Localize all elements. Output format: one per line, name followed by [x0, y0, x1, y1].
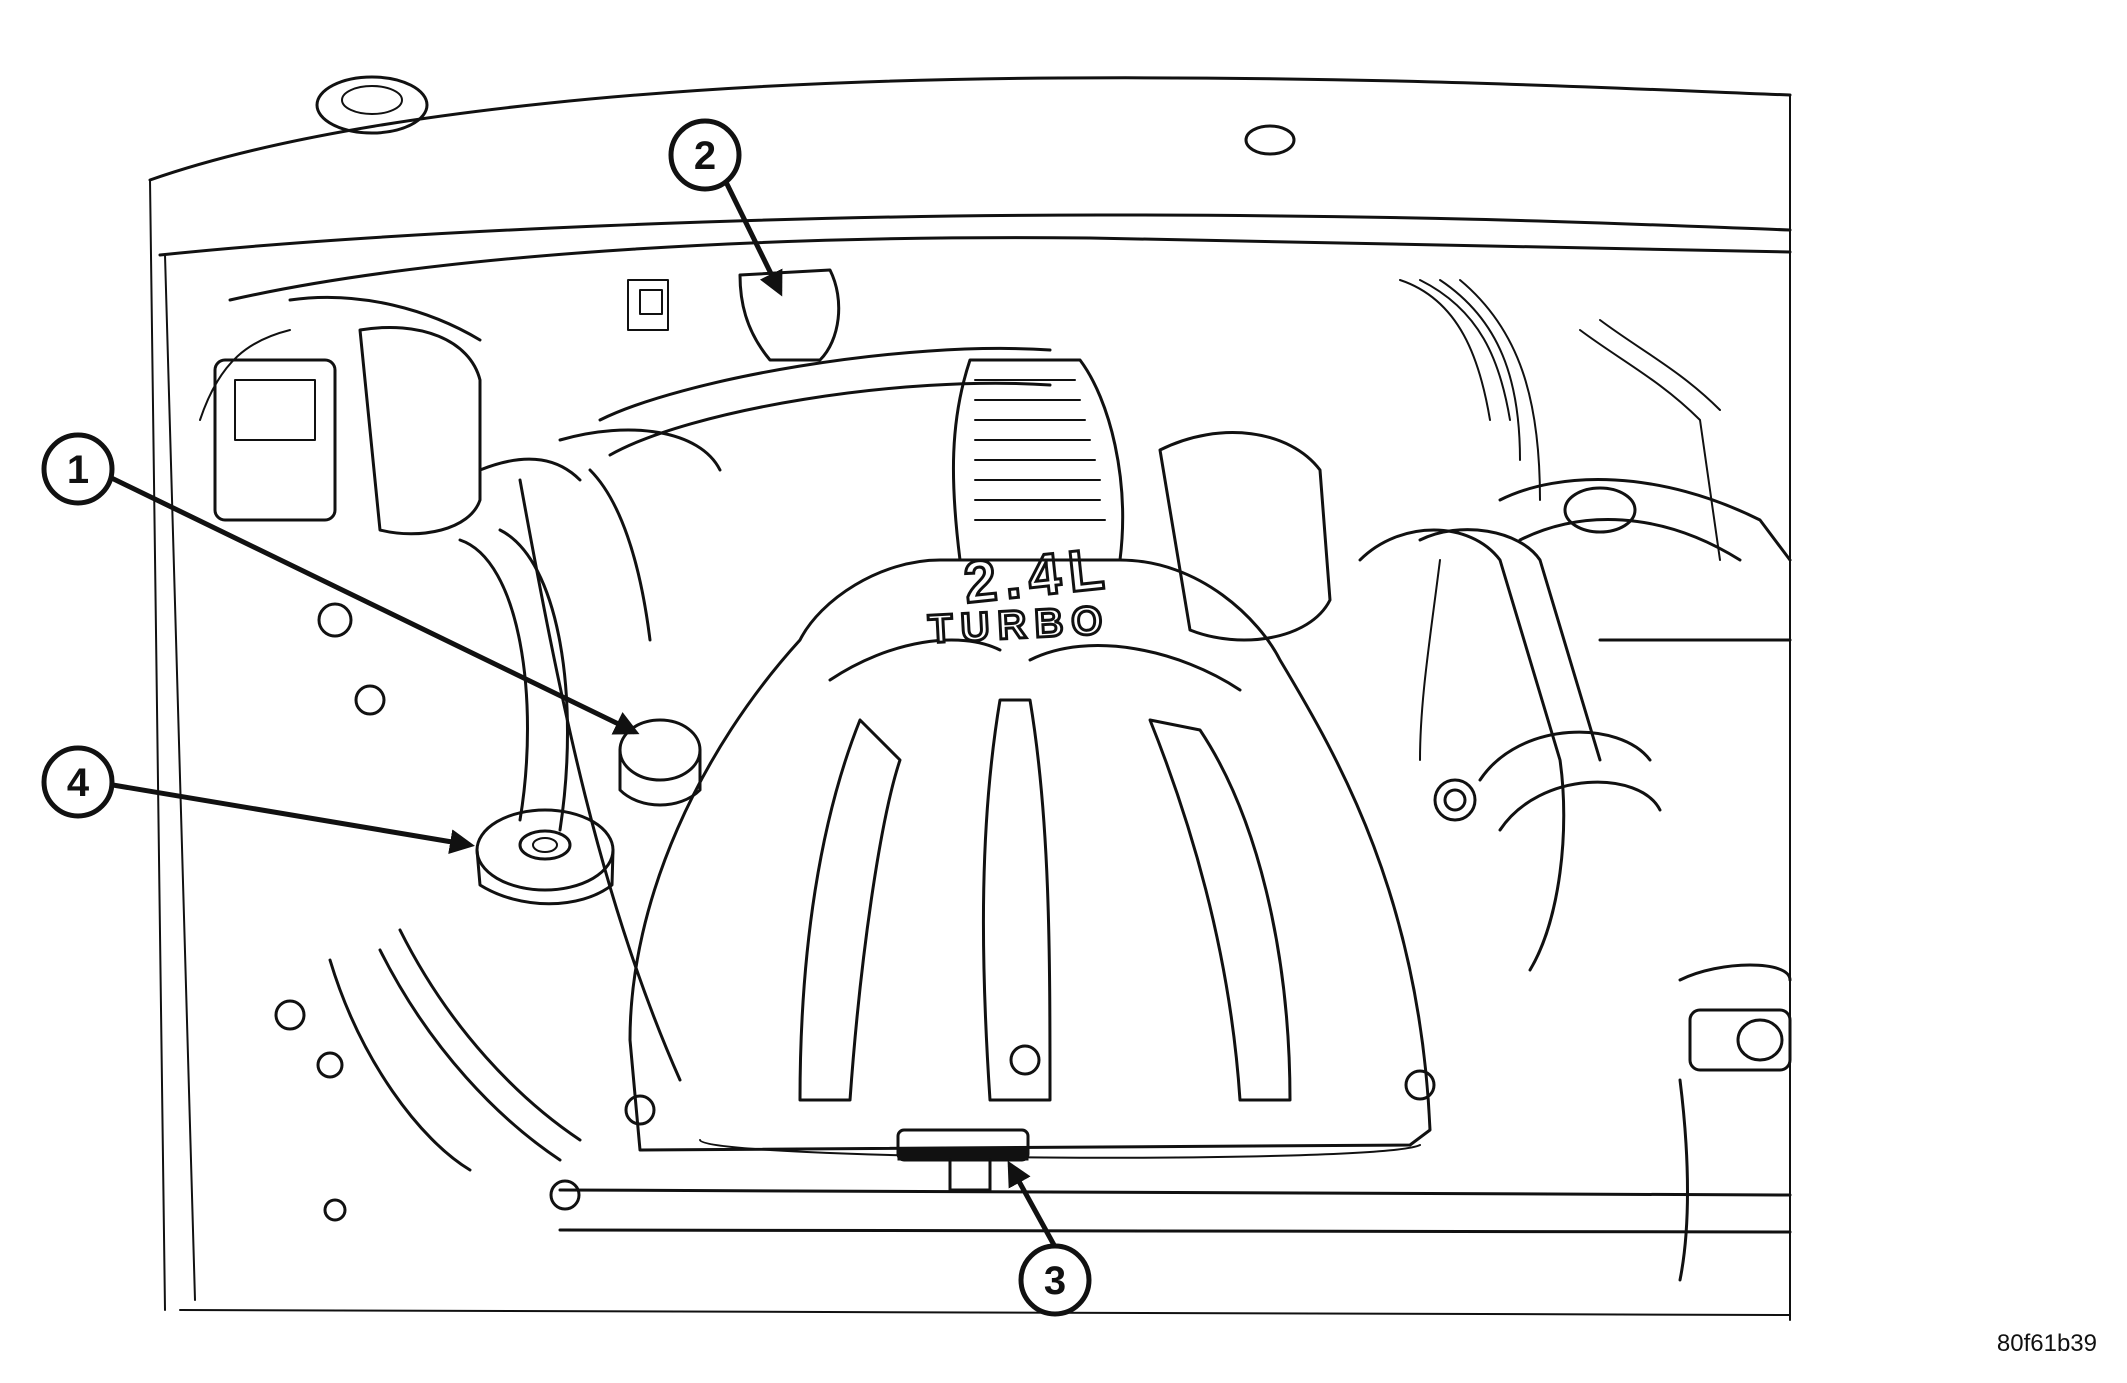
hoses-left [378, 346, 1052, 1162]
callout-2: 2 [668, 118, 742, 192]
leader-2 [722, 178, 783, 297]
hood-frame [148, 76, 1792, 1321]
intake-manifold-cover: 2.4L TURBO [624, 534, 1436, 1159]
right-components [1358, 478, 1792, 1072]
strut-tower-cap [315, 75, 1296, 156]
callout-2-label: 2 [694, 134, 716, 178]
callout-3: 3 [1018, 1243, 1092, 1317]
figure-code: 80f61b39 [1996, 1330, 2097, 1357]
connector-top [627, 268, 841, 362]
dipstick-handle [896, 1128, 1030, 1192]
callout-3-label: 3 [1044, 1259, 1066, 1303]
callout-1-label: 1 [67, 448, 89, 492]
throttle-body [951, 358, 1332, 642]
callout-4-label: 4 [67, 761, 90, 805]
oil-fill-cap [475, 808, 615, 906]
engine-cover-displacement: 2.4L [961, 536, 1115, 616]
wiring-harness [328, 279, 1721, 1282]
callout-leaders [93, 178, 1068, 1267]
left-components [199, 295, 581, 1222]
callout-1: 1 [41, 432, 115, 506]
engine-cover-model: TURBO [927, 598, 1111, 651]
reservoir-cap [618, 718, 702, 807]
leader-1 [93, 467, 640, 735]
leader-4 [94, 779, 475, 855]
callout-4: 4 [41, 745, 115, 819]
